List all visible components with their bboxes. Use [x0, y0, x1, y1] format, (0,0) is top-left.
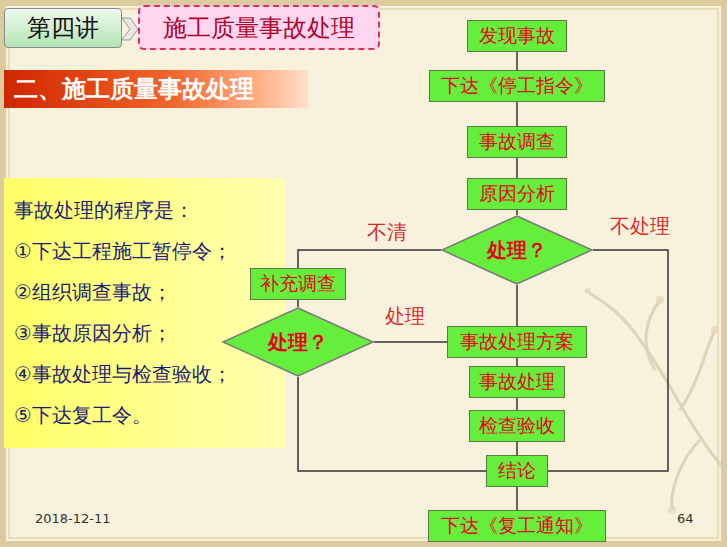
plum-blossoms: [585, 288, 719, 514]
flow-line: [516, 358, 518, 366]
section-band: 二、施工质量事故处理: [4, 70, 308, 108]
page-number: 64: [677, 511, 694, 526]
node-text: 检查验收: [479, 413, 555, 439]
slide-frame: [3, 3, 724, 544]
node-text: 事故处理: [479, 369, 555, 395]
procedure-line: ④事故处理与检查验收；: [14, 354, 275, 395]
node-text: 原因分析: [479, 181, 555, 207]
text-holder: 发现事故: [479, 23, 555, 49]
text-holder: 结论: [498, 458, 536, 484]
text-holder: 第四讲: [27, 12, 99, 44]
procedure-line: ②组织调查事故；: [14, 272, 275, 313]
node-text: 发现事故: [479, 23, 555, 49]
node-text: 处理？: [487, 237, 547, 264]
flow-line: [516, 285, 518, 326]
process-box: 补充调查: [250, 268, 346, 300]
plum-branch: [585, 290, 725, 510]
text-holder: 下达《复工通知》: [441, 513, 593, 539]
text-holder: 事故处理方案: [460, 329, 574, 355]
node-text: 事故调查: [479, 129, 555, 155]
procedure-panel: 事故处理的程序是：①下达工程施工暂停令；②组织调查事故；③事故原因分析；④事故处…: [4, 178, 285, 448]
edge-label: 处理: [385, 303, 425, 330]
flow-line: [548, 250, 668, 471]
node-text: 结论: [498, 458, 536, 484]
process-box: 事故处理: [469, 366, 565, 398]
process-box: 下达《复工通知》: [428, 510, 606, 542]
decision-diamond: 处理？: [441, 215, 593, 285]
node-text: 处理？: [268, 329, 328, 356]
flow-line: [516, 210, 518, 215]
procedure-line: ①下达工程施工暂停令；: [14, 231, 275, 272]
node-text: 二、施工质量事故处理: [14, 73, 254, 105]
flow-line: [297, 300, 299, 307]
edge-label: 不清: [367, 219, 407, 246]
flow-line: [516, 398, 518, 410]
text-holder: 下达《停工指令》: [441, 73, 593, 99]
flow-line: [298, 250, 441, 268]
flow-line: [516, 487, 518, 510]
procedure-line: 事故处理的程序是：: [14, 190, 275, 231]
node-text: 补充调查: [260, 271, 336, 297]
process-box: 事故调查: [467, 126, 567, 158]
flow-line: [516, 442, 518, 455]
text-holder: 原因分析: [479, 181, 555, 207]
procedure-line: ⑤下达复工令。: [14, 395, 275, 436]
node-text: 下达《停工指令》: [441, 73, 593, 99]
flow-line: [516, 102, 518, 126]
text-holder: 补充调查: [260, 271, 336, 297]
text-holder: 事故处理: [479, 369, 555, 395]
process-box: 发现事故: [467, 20, 567, 52]
flow-line: [374, 341, 447, 343]
process-box: 下达《停工指令》: [429, 70, 605, 102]
lecture-tab: 第四讲: [4, 8, 122, 48]
text-holder: 处理？: [487, 237, 547, 264]
node-text: 事故处理方案: [460, 329, 574, 355]
text-holder: 检查验收: [479, 413, 555, 439]
node-text: 第四讲: [27, 12, 99, 44]
process-box: 结论: [486, 455, 548, 487]
process-box: 检查验收: [469, 410, 565, 442]
flow-line: [298, 377, 486, 471]
node-text: 施工质量事故处理: [163, 12, 355, 44]
edge-label: 不处理: [610, 213, 670, 240]
process-box: 事故处理方案: [447, 326, 587, 358]
text-holder: 处理？: [268, 329, 328, 356]
slide-date: 2018-12-11: [35, 511, 111, 526]
topic-box: 施工质量事故处理: [138, 5, 380, 50]
flow-line: [516, 158, 518, 178]
text-holder: 事故调查: [479, 129, 555, 155]
flow-line: [516, 52, 518, 70]
process-box: 原因分析: [467, 178, 567, 210]
text-holder: 二、施工质量事故处理: [14, 73, 254, 105]
tab-chevron: [122, 18, 138, 40]
text-holder: 施工质量事故处理: [163, 12, 355, 44]
decision-diamond: 处理？: [222, 307, 374, 377]
node-text: 下达《复工通知》: [441, 513, 593, 539]
